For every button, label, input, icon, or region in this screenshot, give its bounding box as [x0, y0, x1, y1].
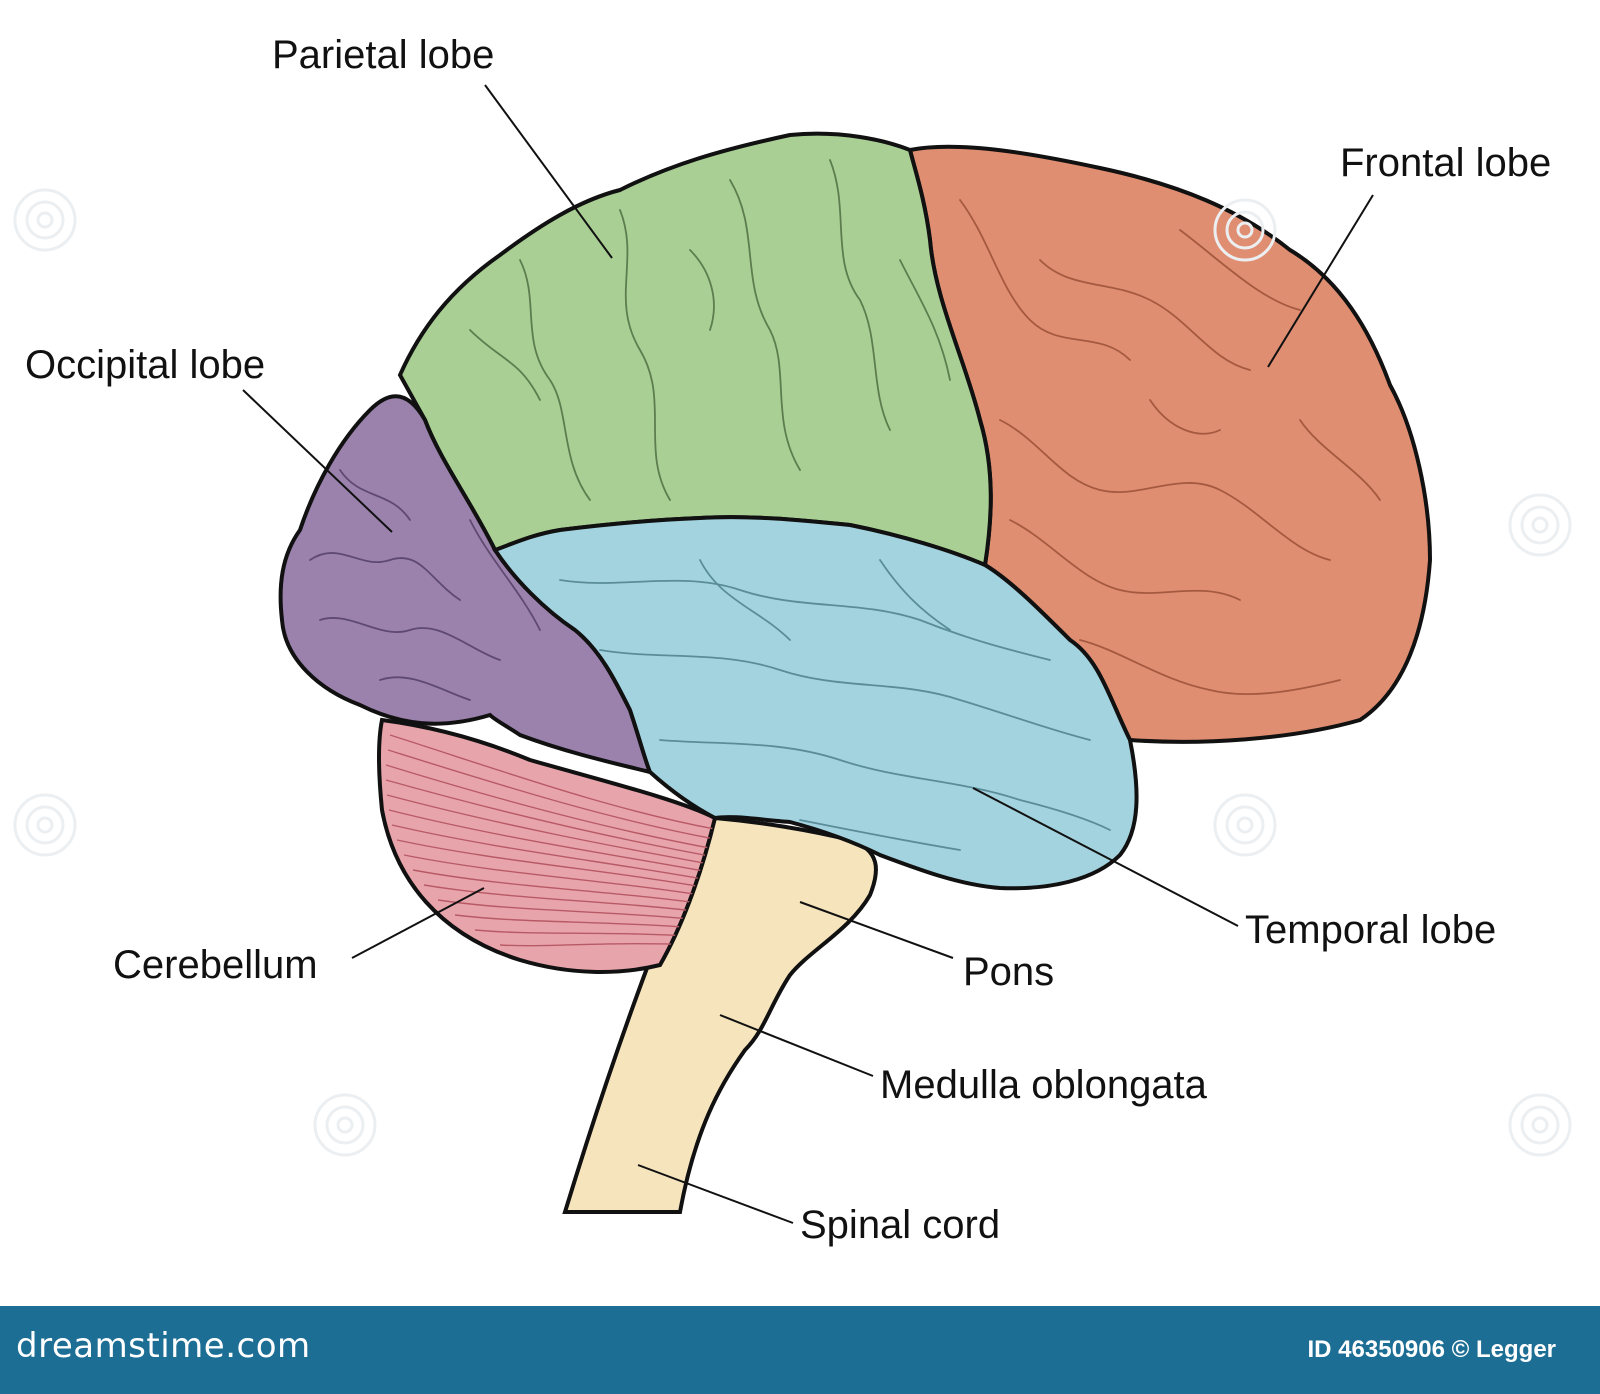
leader-line-parietal	[484, 84, 613, 259]
label-frontal-lobe: Frontal lobe	[1340, 141, 1552, 185]
label-occipital-lobe: Occipital lobe	[25, 343, 266, 387]
cerebellum-folia	[385, 734, 715, 947]
parietal-lobe-shape	[397, 131, 993, 568]
label-pons: Pons	[963, 950, 1055, 994]
leader-line-frontal	[1267, 194, 1374, 368]
watermark-swirl-icon	[1213, 793, 1277, 857]
leader-line-cerebellum	[351, 887, 485, 959]
label-medulla-oblongata: Medulla oblongata	[880, 1063, 1207, 1107]
watermark-swirl-icon	[1213, 198, 1277, 262]
leader-line-occipital	[242, 389, 393, 533]
label-spinal-cord: Spinal cord	[800, 1203, 1001, 1247]
watermark-swirl-icon	[1508, 493, 1572, 557]
label-cerebellum: Cerebellum	[113, 943, 318, 987]
leader-line-pons	[799, 901, 954, 959]
image-credit: ID 46350906 © Legger	[1307, 1336, 1556, 1363]
leader-lines	[242, 84, 1374, 1224]
footer-bar: dreamstime.com ID 46350906 © Legger	[0, 1306, 1600, 1394]
cerebellum-shape	[377, 717, 718, 974]
temporal-lobe-shape	[491, 515, 1139, 891]
label-temporal-lobe: Temporal lobe	[1245, 908, 1497, 952]
brand-logo: dreamstime.com	[16, 1326, 311, 1366]
gyri-lines	[309, 159, 1381, 851]
leader-line-medulla	[719, 1014, 874, 1077]
watermark-swirl-icon	[1508, 1093, 1572, 1157]
leader-line-temporal	[972, 787, 1239, 927]
watermark-swirl-icon	[13, 188, 77, 252]
watermark-swirl-icon	[13, 793, 77, 857]
watermark-swirl-icon	[313, 1093, 377, 1157]
leader-line-spinal	[637, 1164, 794, 1224]
label-parietal-lobe: Parietal lobe	[272, 33, 495, 77]
brain-diagram	[242, 84, 1433, 1224]
